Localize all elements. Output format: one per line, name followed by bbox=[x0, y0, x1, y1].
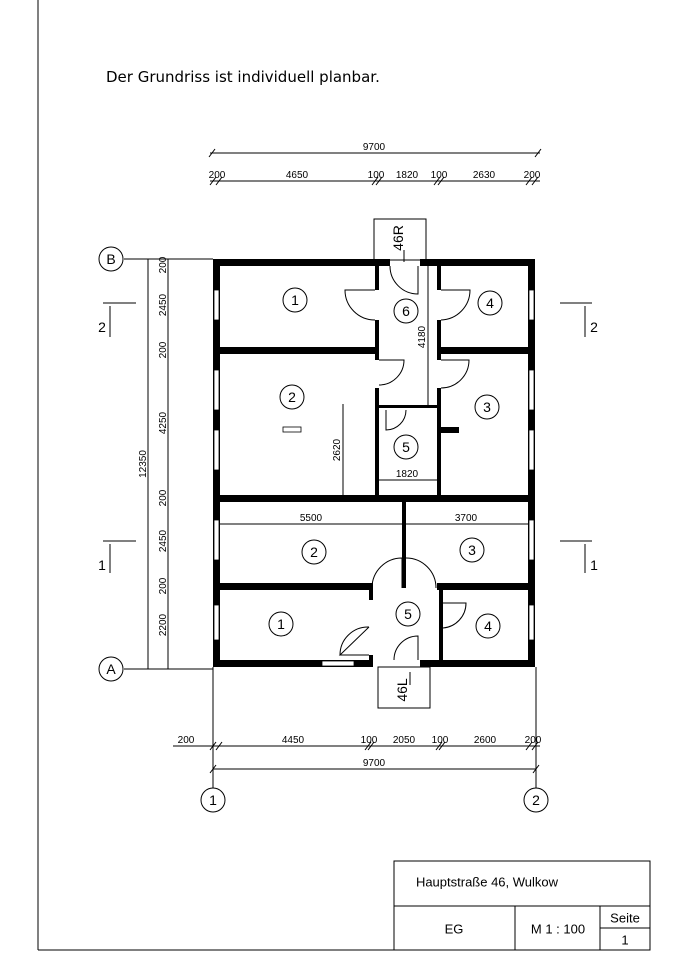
dim-bottom-seg: 200 bbox=[525, 735, 542, 746]
dim-corridor: 4180 bbox=[417, 325, 428, 348]
dim-bottom-seg: 100 bbox=[432, 735, 449, 746]
dim-top-seg: 4650 bbox=[286, 170, 309, 181]
dim-top-seg: 100 bbox=[431, 170, 448, 181]
section-label: 2 bbox=[98, 319, 106, 335]
axis-label-a: A bbox=[106, 661, 116, 677]
dim-lower-left: 5500 bbox=[300, 513, 323, 524]
dim-left-total: 12350 bbox=[138, 450, 149, 478]
left-dimensions: 12350 200 2450 200 4250 200 2450 200 220… bbox=[124, 256, 213, 670]
entrance-top-label: 46R bbox=[390, 225, 406, 251]
title-block: Hauptstraße 46, Wulkow EG M 1 : 100 Seit… bbox=[393, 860, 651, 951]
axis-marker-2 bbox=[523, 787, 549, 813]
dim-top-seg: 100 bbox=[368, 170, 385, 181]
dim-top-seg: 2630 bbox=[473, 170, 496, 181]
axis-label-1: 1 bbox=[209, 792, 217, 808]
dim-left-seg: 200 bbox=[158, 256, 169, 273]
axis-marker-b bbox=[98, 246, 124, 272]
bottom-dimensions: 200 4450 100 2050 100 2600 200 9700 bbox=[173, 667, 542, 788]
room-labels: 1 2 3 4 5 6 1 2 3 4 5 bbox=[268, 287, 503, 639]
dim-left-seg: 200 bbox=[158, 577, 169, 594]
entrance-bottom-label: 46L bbox=[394, 678, 410, 702]
axis-marker-1 bbox=[200, 787, 226, 813]
dim-room5-width: 1820 bbox=[396, 469, 419, 480]
dim-left-seg: 4250 bbox=[158, 411, 169, 434]
entrance-top bbox=[373, 218, 427, 261]
section-label: 1 bbox=[98, 557, 106, 573]
dim-left-seg: 2450 bbox=[158, 293, 169, 316]
title-page-number: 1 bbox=[621, 933, 628, 948]
room-label: 4 bbox=[486, 295, 494, 311]
room-label: 5 bbox=[402, 439, 410, 455]
dim-bottom-total: 9700 bbox=[363, 758, 386, 769]
dim-left-seg: 2200 bbox=[158, 613, 169, 636]
dim-room2-height: 2620 bbox=[332, 438, 343, 461]
section-label: 2 bbox=[590, 319, 598, 335]
windows bbox=[213, 289, 535, 667]
room-label: 6 bbox=[402, 303, 410, 319]
dim-left-seg: 200 bbox=[158, 489, 169, 506]
room-label: 5 bbox=[404, 606, 412, 622]
entrance-bottom bbox=[377, 666, 431, 709]
title-floor: EG bbox=[445, 922, 464, 937]
dim-lower-right: 3700 bbox=[455, 513, 478, 524]
title-page-label: Seite bbox=[610, 911, 640, 926]
room-label: 3 bbox=[468, 542, 476, 558]
doors bbox=[338, 265, 471, 661]
dim-left-seg: 2450 bbox=[158, 529, 169, 552]
room-label: 1 bbox=[277, 616, 285, 632]
room-label: 2 bbox=[310, 544, 318, 560]
axis-label-2: 2 bbox=[532, 792, 540, 808]
room-label: 2 bbox=[288, 389, 296, 405]
dim-bottom-seg: 100 bbox=[361, 735, 378, 746]
dim-top-seg: 200 bbox=[524, 170, 541, 181]
dim-top-total: 9700 bbox=[363, 142, 386, 153]
axis-label-b: B bbox=[106, 251, 115, 267]
dim-bottom-seg: 2050 bbox=[393, 735, 416, 746]
dim-top-seg: 1820 bbox=[396, 170, 419, 181]
section-markers: 2 2 1 1 bbox=[98, 302, 598, 573]
room-label: 1 bbox=[291, 292, 299, 308]
dim-bottom-seg: 200 bbox=[178, 735, 195, 746]
top-dimensions: 9700 200 4650 100 1820 100 2630 200 bbox=[208, 142, 542, 186]
room-label: 4 bbox=[484, 618, 492, 634]
dim-top-seg: 200 bbox=[209, 170, 226, 181]
dim-bottom-seg: 2600 bbox=[474, 735, 497, 746]
interior-dimensions: 4180 2620 1820 5500 3700 bbox=[220, 266, 528, 525]
axis-marker-a bbox=[98, 656, 124, 682]
dim-left-seg: 200 bbox=[158, 341, 169, 358]
title-address: Hauptstraße 46, Wulkow bbox=[416, 875, 559, 890]
room-label: 3 bbox=[483, 399, 491, 415]
heading: Der Grundriss ist individuell planbar. bbox=[106, 68, 380, 86]
dim-bottom-seg: 4450 bbox=[282, 735, 305, 746]
section-label: 1 bbox=[590, 557, 598, 573]
title-scale: M 1 : 100 bbox=[531, 922, 585, 937]
